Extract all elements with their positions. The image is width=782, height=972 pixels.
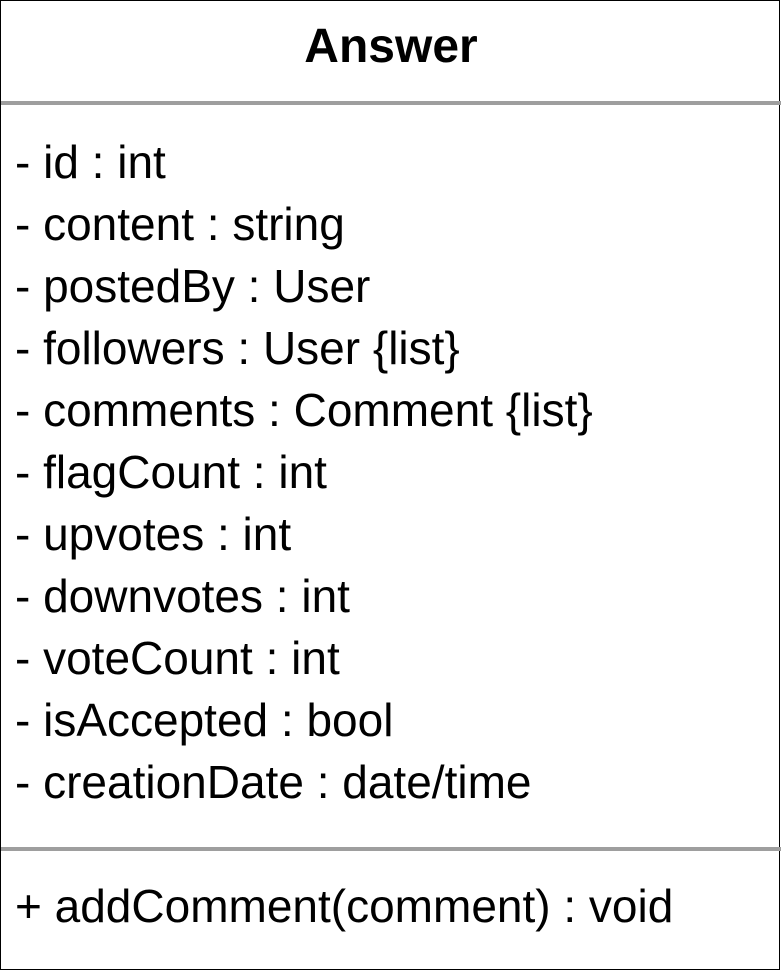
attribute-posted-by: - postedBy : User xyxy=(15,260,371,312)
methods-compartment: + addComment(comment) : void xyxy=(15,875,673,937)
attribute-followers: - followers : User {list} xyxy=(15,322,460,374)
methods-divider xyxy=(1,847,781,851)
method-add-comment: + addComment(comment) : void xyxy=(15,880,674,932)
class-name: Answer xyxy=(304,20,478,73)
attribute-downvotes: - downvotes : int xyxy=(15,570,350,622)
attribute-content: - content : string xyxy=(15,198,345,250)
attribute-comments: - comments : Comment {list} xyxy=(15,384,593,436)
attribute-flag-count: - flagCount : int xyxy=(15,446,327,498)
attribute-vote-count: - voteCount : int xyxy=(15,632,340,684)
attribute-upvotes: - upvotes : int xyxy=(15,508,292,560)
attribute-is-accepted: - isAccepted : bool xyxy=(15,694,394,746)
attribute-id: - id : int xyxy=(15,136,166,188)
attribute-creation-date: - creationDate : date/time xyxy=(15,756,532,808)
attributes-divider xyxy=(1,101,781,105)
attributes-compartment: - id : int - content : string - postedBy… xyxy=(15,131,593,813)
